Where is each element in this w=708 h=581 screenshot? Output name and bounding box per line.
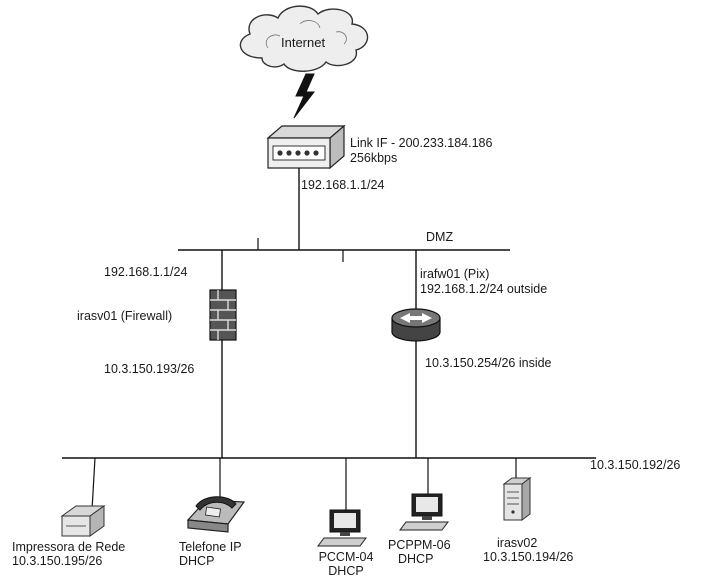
pix-inside-ip-label: 10.3.150.254/26 inside xyxy=(425,356,552,370)
workstation-pcppm-icon xyxy=(399,493,449,531)
internet-label: Internet xyxy=(281,35,326,50)
device-detail-label: DHCP xyxy=(398,552,434,566)
device-name-label: PCPPM-06 xyxy=(388,538,451,552)
lan-subnet-label: 10.3.150.192/26 xyxy=(590,458,681,472)
device-name-label: Telefone IP xyxy=(179,540,242,554)
device-detail-label: DHCP xyxy=(328,564,364,578)
device-name-label: irasv02 xyxy=(497,536,538,550)
pix-firewall-icon xyxy=(391,308,441,342)
device-detail-label: 10.3.150.194/26 xyxy=(483,550,574,564)
pix-outside-ip-label: 192.168.1.2/24 outside xyxy=(420,282,548,296)
pix-name-label: irafw01 (Pix) xyxy=(420,267,490,281)
firewall-icon xyxy=(209,289,237,341)
router-speed-label: 256kbps xyxy=(350,151,398,165)
device-name-label: Impressora de Rede xyxy=(12,540,126,554)
firewall-outside-ip-label: 192.168.1.1/24 xyxy=(104,265,188,279)
device-detail-label: 10.3.150.195/26 xyxy=(12,554,103,568)
router-lan-ip-label: 192.168.1.1/24 xyxy=(301,178,385,192)
router-link-label: Link IF - 200.233.184.186 xyxy=(350,136,493,150)
printer-icon xyxy=(60,505,106,537)
firewall-inside-ip-label: 10.3.150.193/26 xyxy=(104,362,195,376)
workstation-pccm-icon xyxy=(317,509,367,547)
device-name-label: PCCM-04 xyxy=(318,550,374,564)
firewall-name-label: irasv01 (Firewall) xyxy=(77,309,173,323)
server-icon xyxy=(502,477,532,521)
ip-phone-icon xyxy=(186,496,246,533)
device-detail-label: DHCP xyxy=(179,554,215,568)
router-icon xyxy=(266,124,346,170)
internet-cloud-icon xyxy=(239,5,369,72)
wan-link-bolt xyxy=(293,73,316,119)
dmz-label: DMZ xyxy=(426,230,454,244)
